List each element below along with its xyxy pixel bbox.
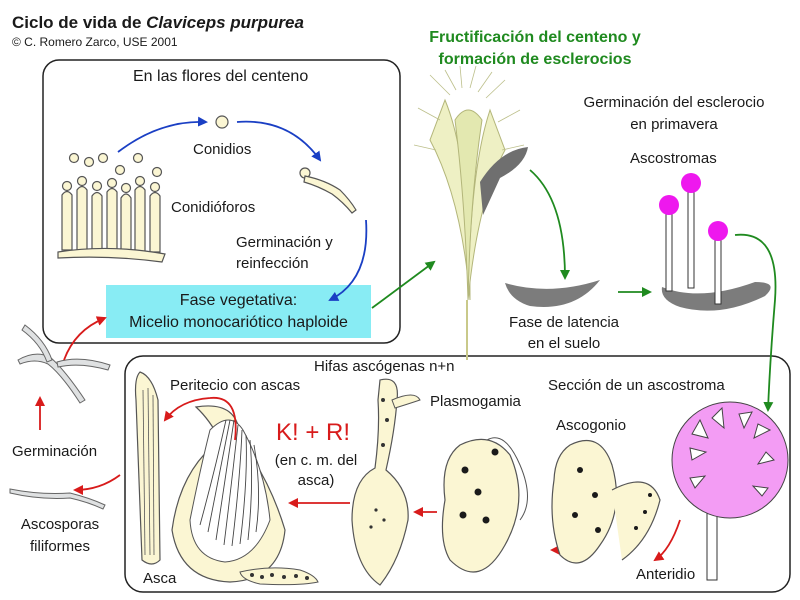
flowers-box-title: En las flores del centeno xyxy=(133,68,309,85)
ascogenous-hyphae-label: Hifas ascógenas n+n xyxy=(314,358,455,375)
germination-label: Germinación xyxy=(12,443,98,460)
ascostroma-section-illustration xyxy=(671,401,789,581)
ascogonium-label: Ascogonio xyxy=(556,417,627,434)
stroma-section-label: Sección de un ascostroma xyxy=(548,377,725,394)
in-ascus-line2: asca) xyxy=(297,472,335,489)
vegetative-phase-line1: Fase vegetativa: xyxy=(179,292,298,309)
sclerotium-latency xyxy=(505,280,600,307)
fructification-line2: formación de esclerocios xyxy=(438,51,632,68)
plasmogamy-label: Plasmogamia xyxy=(430,393,521,410)
latency-line2: en el suelo xyxy=(527,335,601,352)
ascospore-arrows xyxy=(35,316,121,495)
lower-frame xyxy=(124,355,791,593)
perithecium-label: Peritecio con ascas xyxy=(170,377,301,394)
flowers-frame xyxy=(42,59,401,344)
germination-reinfection-line1: Germinación y xyxy=(236,234,333,251)
ascogonium-illustration xyxy=(551,440,661,564)
ascus-label: Asca xyxy=(143,570,177,587)
credit-line: © C. Romero Zarco, USE 2001 xyxy=(12,35,178,49)
karyogamy-meiosis-label: K! + R! xyxy=(276,419,351,446)
conidiophores-label: Conidióforos xyxy=(171,199,256,216)
page-title: Ciclo de vida de Claviceps purpurea xyxy=(12,14,304,32)
ascospores-line2: filiformes xyxy=(29,538,90,555)
ascostromas-illustration xyxy=(659,173,771,311)
title-prefix: Ciclo de vida de xyxy=(12,13,147,32)
latency-line1: Fase de latencia xyxy=(508,314,620,331)
filiform-ascospore xyxy=(9,488,106,510)
in-ascus-line1: (en c. m. del xyxy=(274,452,358,469)
infection-cycle-arrows xyxy=(117,116,368,301)
rye-spike-illustration xyxy=(413,65,528,360)
antheridium-label: Anteridio xyxy=(636,566,696,583)
fructification-line1: Fructificación del centeno y xyxy=(429,29,641,46)
germinating-ascospore xyxy=(17,324,111,404)
conidium-illustration xyxy=(215,115,357,214)
ascogenous-hyphae-illustration xyxy=(351,378,421,586)
conidiophores-illustration xyxy=(57,152,166,263)
vegetative-phase-line2: Micelio monocariótico haploide xyxy=(129,314,348,331)
sclerotium-germination-line2: en primavera xyxy=(630,116,718,133)
sclerotium-germination-line1: Germinación del esclerocio xyxy=(583,94,765,111)
perithecium-illustration xyxy=(171,405,319,586)
ascospores-line1: Ascosporas xyxy=(20,516,100,533)
development-arrows xyxy=(371,169,777,412)
ascostromas-label: Ascostromas xyxy=(630,150,717,167)
ascus-illustration xyxy=(134,371,161,565)
title-species: Claviceps purpurea xyxy=(146,13,304,32)
vegetative-box xyxy=(106,285,371,338)
conidia-label: Conidios xyxy=(193,141,252,158)
germination-reinfection-line2: reinfección xyxy=(236,255,309,272)
plasmogamy-illustration xyxy=(441,437,528,573)
